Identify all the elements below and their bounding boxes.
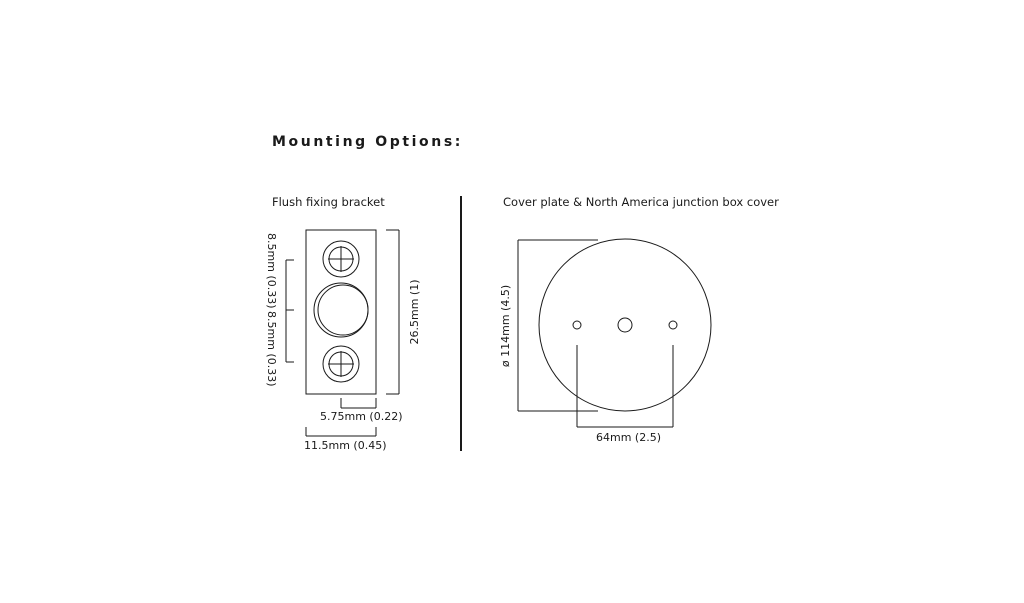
bracket-height-dimension [386,229,400,395]
cover-plate-drawing [538,238,712,412]
bracket-title: Flush fixing bracket [272,195,385,209]
bracket-spacing-dimension [285,259,294,363]
cover-hole-spacing-label: 64mm (2.5) [596,431,661,444]
bracket-width-label: 11.5mm (0.45) [304,439,387,452]
bracket-outline [305,229,377,395]
bracket-height-label: 26.5mm (1) [408,279,421,344]
bracket-half-width-dimension [340,398,377,409]
left-mounting-hole [572,320,582,330]
bracket-top-spacing-label: 8.5mm (0.33) [265,233,278,309]
cover-plate-title: Cover plate & North America junction box… [503,195,779,209]
cover-diameter-label: ø 114mm (4.5) [499,285,512,367]
bracket-width-dimension [305,427,377,437]
bottom-screw [322,345,360,383]
cover-hole-spacing-dimension [576,345,674,428]
page-title: Mounting Options: [272,134,463,150]
right-mounting-hole [668,320,678,330]
bracket-drawing [305,229,377,395]
bracket-bottom-spacing-label: 8.5mm (0.33) [265,311,278,387]
bracket-half-width-label: 5.75mm (0.22) [320,410,403,423]
center-button [313,282,369,338]
cover-diameter-dimension [517,239,598,412]
cover-plate-outline [538,238,712,412]
center-hole [617,317,633,333]
top-screw [322,240,360,278]
